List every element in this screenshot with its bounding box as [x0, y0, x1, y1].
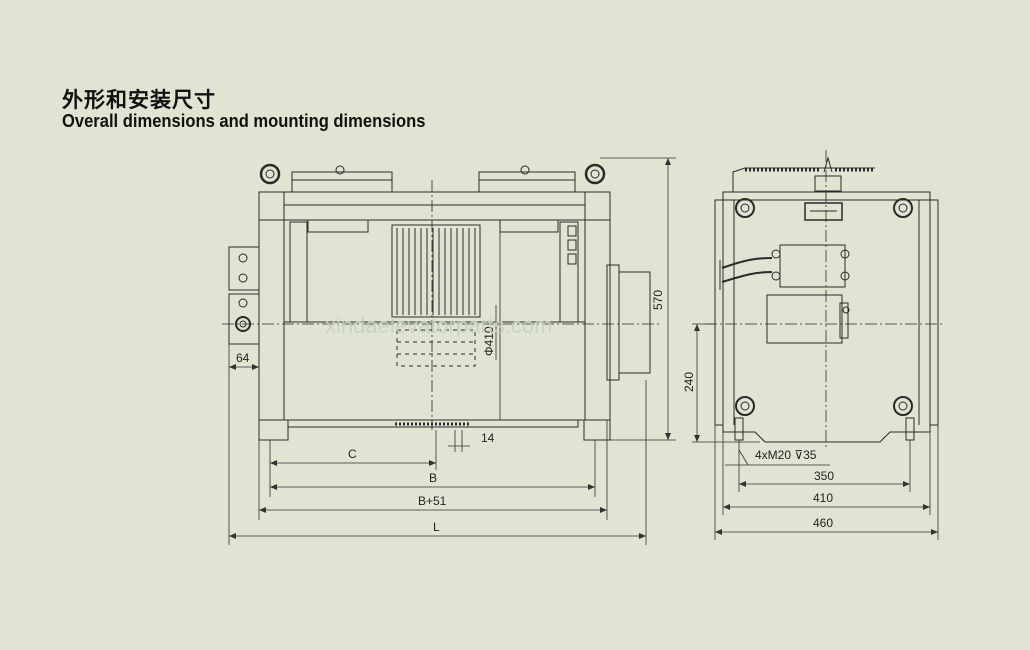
side-view — [705, 150, 945, 448]
front-view: 64 C B B+51 L 14 Φ410 — [222, 163, 660, 545]
dim-diameter: Φ410 — [482, 326, 496, 356]
watermark-text: xindaelevatorparts.com — [325, 313, 552, 338]
side-dim-lines — [692, 323, 939, 540]
title-english: Overall dimensions and mounting dimensio… — [62, 111, 426, 131]
dim-l: L — [433, 520, 440, 534]
dim-64: 64 — [236, 351, 250, 365]
dim-b51: B+51 — [418, 494, 447, 508]
dim-460: 460 — [813, 516, 833, 530]
dim-410: 410 — [813, 491, 833, 505]
dim-bolt: 4xM20 ⊽35 — [755, 448, 817, 462]
dim-570: 570 — [651, 290, 665, 310]
dim-350: 350 — [814, 469, 834, 483]
dim-14: 14 — [481, 431, 495, 445]
dim-240: 240 — [682, 372, 696, 392]
dim-570-lines — [600, 157, 676, 441]
dim-c: C — [348, 447, 357, 461]
dim-b: B — [429, 471, 437, 485]
title-chinese: 外形和安装尺寸 — [62, 88, 216, 112]
